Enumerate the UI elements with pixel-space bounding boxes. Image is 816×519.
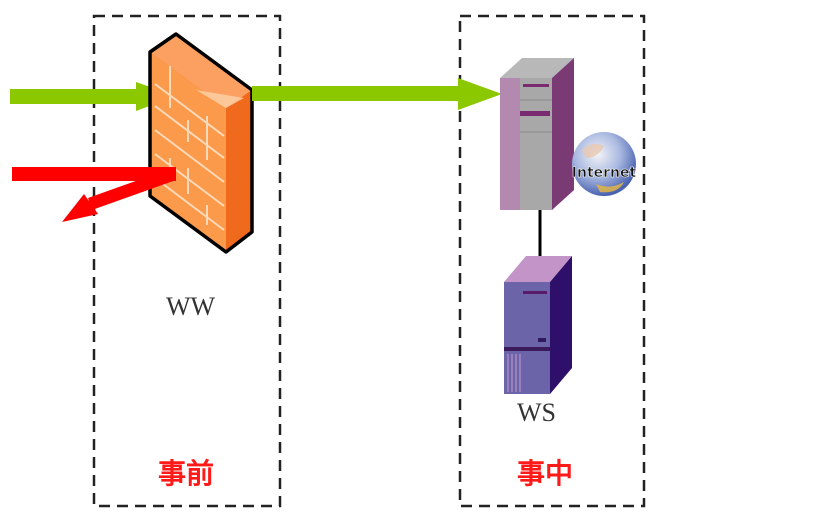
globe-label: Internet xyxy=(572,165,637,181)
phase-before-label: 事前 xyxy=(158,457,215,490)
firewall-label: WW xyxy=(166,292,216,321)
web-server-icon xyxy=(500,58,574,210)
phase-during-label: 事中 xyxy=(517,457,574,490)
workstation-label: WS xyxy=(517,398,556,427)
firewall-icon xyxy=(148,32,254,254)
internet-globe-icon xyxy=(572,132,636,196)
zone-before-box xyxy=(92,14,282,508)
workstation-icon xyxy=(504,256,572,394)
blocked-traffic-arrow xyxy=(12,167,176,222)
allowed-traffic-forward-arrow xyxy=(252,78,502,110)
zone-during-box xyxy=(458,14,646,508)
